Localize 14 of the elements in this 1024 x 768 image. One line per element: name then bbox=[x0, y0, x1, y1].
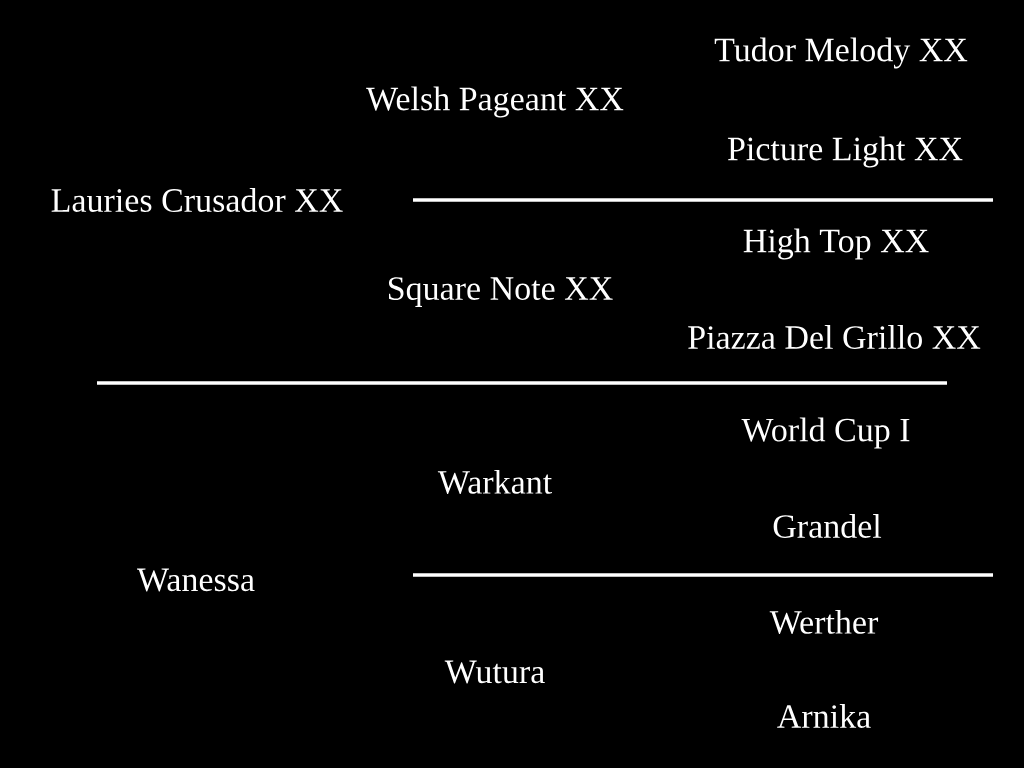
pedigree-name: Warkant bbox=[437, 469, 552, 495]
pedigree-name: Grandel bbox=[773, 514, 882, 538]
pedigree-name: World Cup I bbox=[741, 417, 910, 449]
pedigree-name: Wanessa bbox=[137, 568, 255, 592]
pedigree-name: Werther bbox=[769, 609, 879, 635]
pedigree-name: Arnika bbox=[777, 704, 871, 728]
pedigree-name: High Top XX bbox=[743, 228, 929, 260]
pedigree-name: Picture Light XX bbox=[727, 136, 963, 168]
pedigree-name: Tudor Melody XX bbox=[714, 37, 968, 69]
pedigree-name: Welsh Pageant XX bbox=[366, 86, 624, 118]
pedigree-name: Piazza Del Grillo XX bbox=[688, 325, 981, 349]
pedigree-name: Square Note XX bbox=[389, 277, 613, 307]
pedigree-name: Wutura bbox=[444, 660, 545, 684]
pedigree-name: Lauries Crusador XX bbox=[51, 188, 343, 212]
